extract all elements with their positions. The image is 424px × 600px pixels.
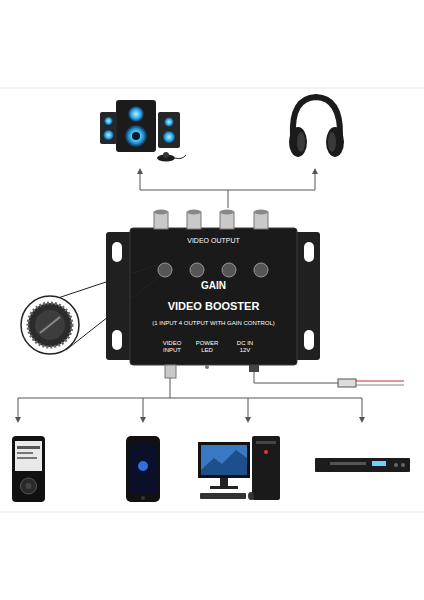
control-label: GAIN xyxy=(139,280,289,291)
frame-line xyxy=(0,512,424,513)
device-subtitle: (1 INPUT 4 OUTPUT WITH GAIN CONTROL) xyxy=(134,320,294,327)
booster-housing xyxy=(106,228,320,365)
dvd-player-icon xyxy=(315,458,410,472)
rca-jacks xyxy=(154,210,268,230)
knob-zoom xyxy=(21,264,160,354)
frame-line xyxy=(0,88,424,89)
device-title: VIDEO BOOSTER xyxy=(136,300,291,312)
computer-icon xyxy=(198,436,280,500)
headphones-icon xyxy=(289,97,344,157)
input-wires xyxy=(18,378,362,420)
bottom-ports xyxy=(165,365,259,378)
speaker-icon xyxy=(100,100,186,162)
indicator-label: POWER LED xyxy=(193,340,221,353)
phone-icon xyxy=(126,436,160,502)
output-wires xyxy=(140,171,315,208)
port-label: VIDEO INPUT xyxy=(159,340,185,353)
port-label: DC IN 12V xyxy=(233,340,257,353)
port-label: VIDEO OUTPUT xyxy=(139,237,289,245)
booster-panel: VIDEO OUTPUT GAIN VIDEO BOOSTER (1 INPUT 4 … xyxy=(130,228,297,365)
power-cable xyxy=(254,372,404,387)
mp3-player-icon xyxy=(12,436,45,502)
gain-knobs xyxy=(158,263,268,277)
